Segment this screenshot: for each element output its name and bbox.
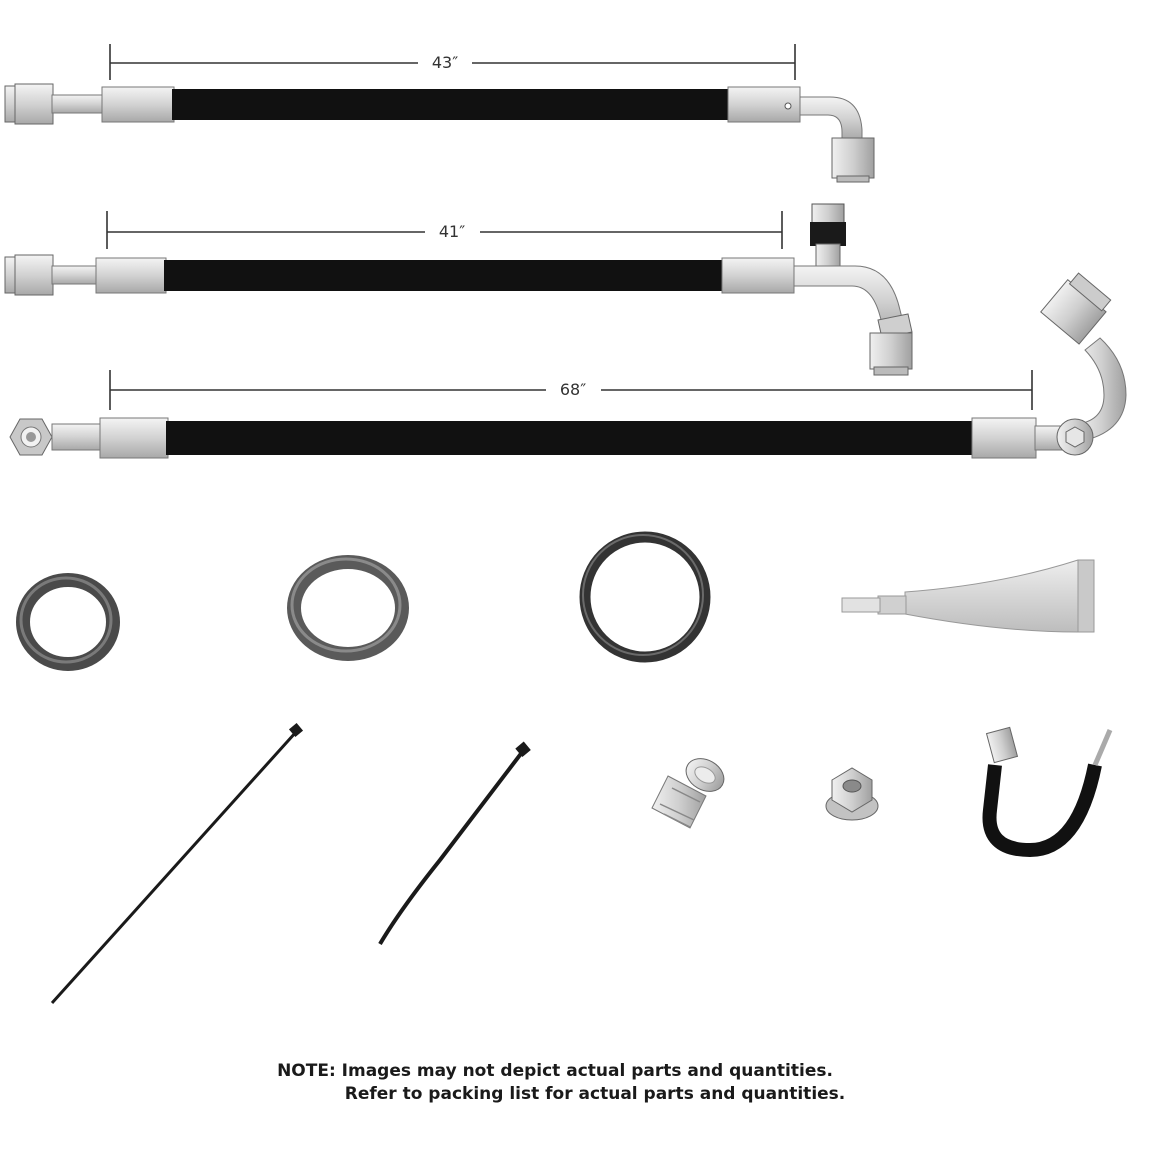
o-ring-small bbox=[16, 573, 120, 671]
note-line-1: NOTE: Images may not depict actual parts… bbox=[277, 1061, 833, 1081]
hose-body bbox=[172, 89, 732, 120]
hex-fitting-left bbox=[4, 254, 99, 296]
cable-tie-long bbox=[50, 722, 304, 1005]
dimension-line-68 bbox=[109, 370, 1033, 410]
dimension-line-43 bbox=[109, 44, 796, 80]
note-line-2: Refer to packing list for actual parts a… bbox=[344, 1084, 846, 1104]
hose-body bbox=[166, 421, 976, 455]
length-label-41: 41″ bbox=[439, 222, 465, 241]
disclaimer-note: NOTE: Images may not depict actual parts… bbox=[0, 1060, 1150, 1106]
elbow-tube bbox=[799, 96, 863, 141]
hose-assembly-41: 41″ bbox=[4, 203, 913, 376]
service-port-cap bbox=[1056, 418, 1094, 456]
keps-nut bbox=[825, 767, 879, 821]
crimp-ferrule-right bbox=[721, 257, 795, 294]
service-port-valve bbox=[810, 203, 846, 269]
hex-fitting-right bbox=[831, 137, 875, 183]
hex-fitting-left bbox=[4, 83, 103, 125]
hose-assembly-68: 68″ bbox=[9, 272, 1127, 459]
crimp-ferrule-left bbox=[95, 257, 167, 294]
screw bbox=[651, 758, 725, 829]
crimp-ferrule-left bbox=[101, 86, 175, 123]
hex-nut-left bbox=[9, 418, 101, 456]
o-ring-large bbox=[579, 531, 711, 663]
lubricant-tube bbox=[841, 559, 1095, 633]
crimp-ferrule-right bbox=[971, 417, 1037, 459]
length-label-43: 43″ bbox=[432, 53, 458, 72]
hex-fitting-right bbox=[869, 313, 913, 376]
p-clamp bbox=[982, 726, 1113, 858]
elbow-tube bbox=[1077, 337, 1127, 441]
hex-fitting-right bbox=[1040, 272, 1112, 345]
cable-tie-short bbox=[378, 741, 531, 946]
length-label-68: 68″ bbox=[560, 380, 586, 399]
dimension-line-41 bbox=[106, 211, 783, 249]
hose-body bbox=[164, 260, 726, 291]
crimp-ferrule-left bbox=[99, 417, 169, 459]
hose-assembly-43: 43″ bbox=[4, 44, 875, 183]
o-ring-medium bbox=[287, 555, 409, 661]
